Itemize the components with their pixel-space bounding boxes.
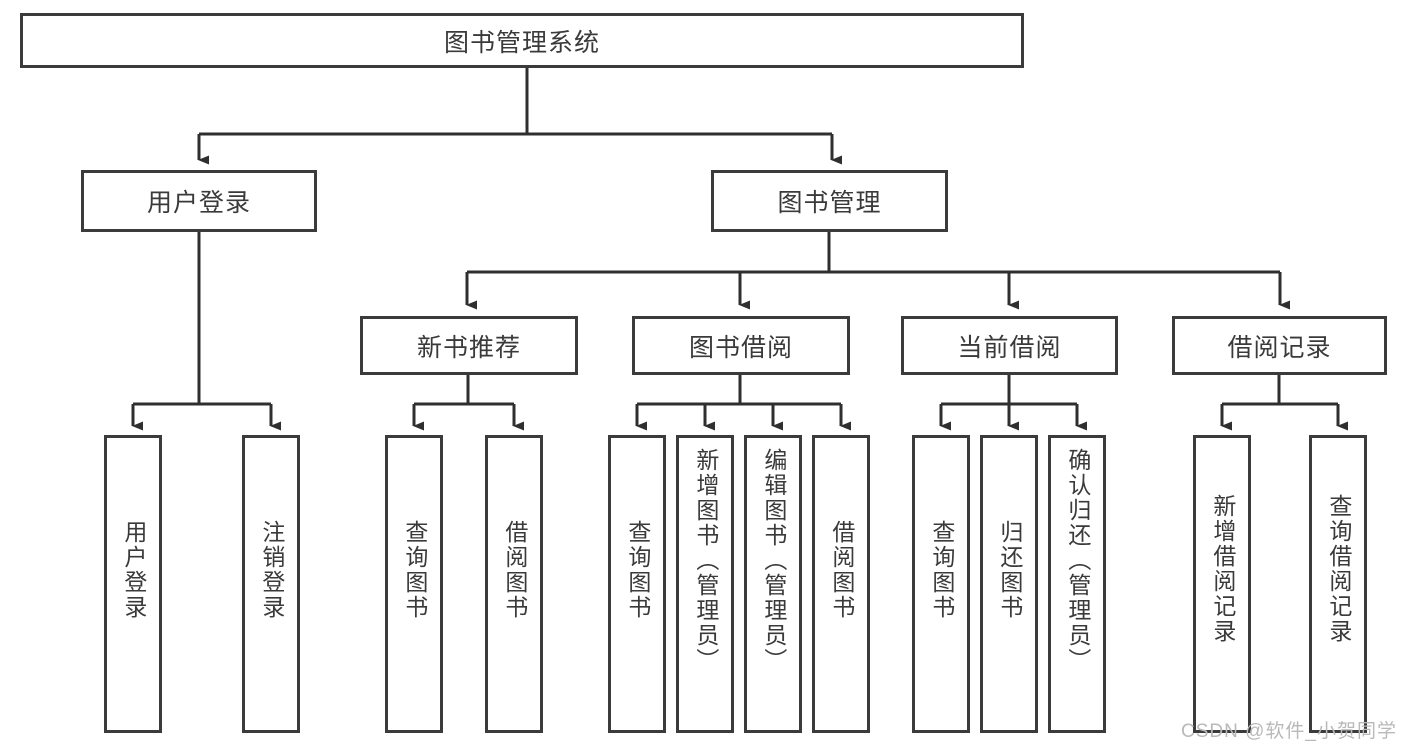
leaf-label: 新增借阅记录 — [1209, 494, 1236, 644]
node-user-login[interactable]: 用户登录 — [81, 170, 317, 232]
leaf-edit-book-admin[interactable]: 编辑图书（管理员） — [744, 435, 802, 733]
leaf-label: 确认归还（管理员） — [1064, 448, 1091, 673]
leaf-label: 借阅图书 — [828, 520, 855, 620]
leaf-query-book-current[interactable]: 查询图书 — [912, 435, 970, 733]
leaf-return-book[interactable]: 归还图书 — [980, 435, 1038, 733]
leaf-borrow-book-newbook[interactable]: 借阅图书 — [485, 435, 543, 733]
leaf-add-book-admin[interactable]: 新增图书（管理员） — [676, 435, 734, 733]
leaf-label: 新增图书（管理员） — [692, 448, 719, 673]
node-root-system[interactable]: 图书管理系统 — [20, 13, 1024, 68]
node-label: 图书借阅 — [688, 333, 793, 362]
leaf-label: 查询借阅记录 — [1325, 494, 1352, 644]
node-label: 图书管理 — [777, 189, 882, 217]
node-book-management[interactable]: 图书管理 — [711, 170, 948, 232]
leaf-label: 编辑图书（管理员） — [760, 448, 787, 673]
leaf-query-borrow-record[interactable]: 查询借阅记录 — [1309, 435, 1367, 733]
node-label: 新书推荐 — [416, 333, 521, 362]
node-label: 当前借阅 — [957, 333, 1062, 362]
watermark-text: CSDN @软件_小贺同学 — [1181, 721, 1397, 742]
node-label: 借阅记录 — [1227, 333, 1332, 362]
leaf-label: 查询图书 — [401, 520, 428, 620]
leaf-user-login[interactable]: 用户登录 — [104, 435, 162, 733]
node-borrow-record[interactable]: 借阅记录 — [1172, 316, 1387, 375]
leaf-borrow-book[interactable]: 借阅图书 — [812, 435, 870, 733]
leaf-label: 归还图书 — [996, 520, 1023, 620]
leaf-label: 借阅图书 — [501, 520, 528, 620]
node-book-borrow[interactable]: 图书借阅 — [632, 316, 850, 375]
leaf-label: 查询图书 — [928, 520, 955, 620]
node-current-borrow[interactable]: 当前借阅 — [901, 316, 1118, 375]
node-new-book-recommend[interactable]: 新书推荐 — [360, 316, 578, 375]
leaf-add-borrow-record[interactable]: 新增借阅记录 — [1193, 435, 1251, 733]
leaf-user-logout[interactable]: 注销登录 — [242, 435, 300, 733]
leaf-label: 用户登录 — [120, 520, 147, 620]
leaf-label: 查询图书 — [624, 520, 651, 620]
node-label: 图书管理系统 — [443, 28, 600, 57]
leaf-query-book-borrow[interactable]: 查询图书 — [608, 435, 666, 733]
leaf-confirm-return-admin[interactable]: 确认归还（管理员） — [1048, 435, 1106, 733]
leaf-query-book-newbook[interactable]: 查询图书 — [385, 435, 443, 733]
leaf-label: 注销登录 — [258, 520, 285, 620]
node-label: 用户登录 — [146, 189, 251, 217]
